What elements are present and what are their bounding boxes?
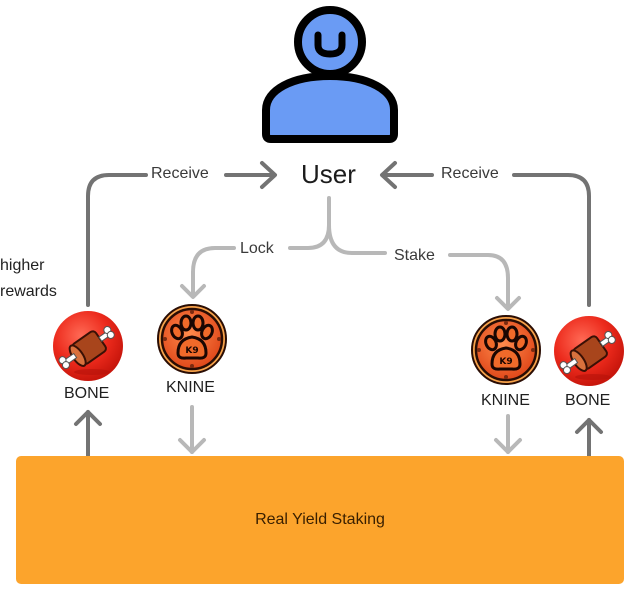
bone-token-left-icon — [53, 311, 123, 381]
knine-token-left-icon: K9 — [157, 304, 227, 374]
receive-right-label: Receive — [438, 165, 502, 183]
knine-right-label: KNINE — [481, 392, 530, 409]
staking-label: Real Yield Staking — [255, 511, 385, 528]
real-yield-staking-box: Real Yield Staking — [16, 456, 624, 584]
user-label: User — [301, 159, 356, 189]
note-line-2: rewards — [0, 283, 57, 300]
knine-left-label: KNINE — [166, 379, 215, 396]
receive-left-arrow — [86, 161, 277, 307]
bone-token-right-icon — [554, 316, 624, 386]
stake-label: Stake — [391, 247, 438, 265]
lock-stake-split — [180, 196, 521, 311]
bone-left-label: BONE — [64, 385, 110, 402]
bone-right-label: BONE — [565, 392, 611, 409]
knine-token-right-icon: K9 — [471, 315, 541, 385]
lock-label: Lock — [237, 240, 277, 258]
note-line-1: higher — [0, 257, 45, 274]
higher-rewards-note: higher rewards — [0, 253, 57, 305]
knine-deposit-arrows — [178, 405, 522, 454]
bone-reward-arrows — [74, 410, 603, 458]
svg-text:K9: K9 — [185, 346, 198, 356]
receive-right-arrow — [380, 161, 591, 307]
user-icon — [262, 6, 398, 143]
svg-text:K9: K9 — [499, 357, 512, 367]
receive-left-label: Receive — [148, 165, 212, 183]
